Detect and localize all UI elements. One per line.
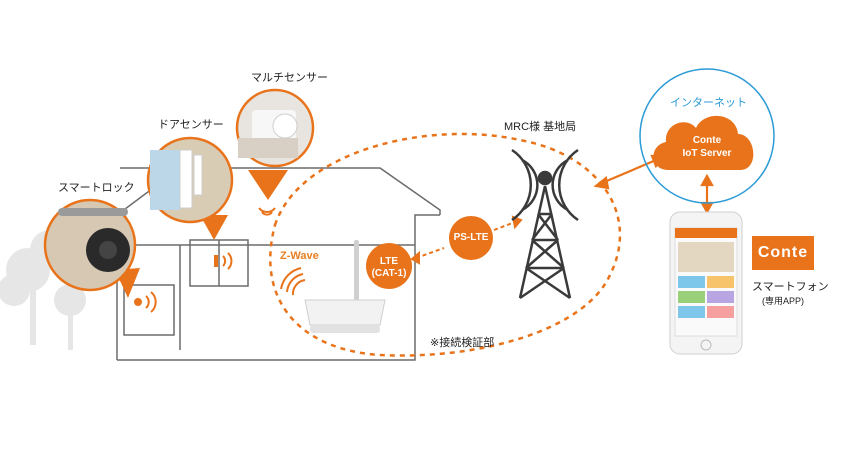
app-note-label: (専用APP) xyxy=(762,296,805,306)
gateway-router xyxy=(304,240,386,333)
door-sensor-label: ドアセンサー xyxy=(158,119,224,131)
base-station-label: MRC様 基地局 xyxy=(504,121,577,133)
ps-lte-bubble xyxy=(449,216,493,260)
smart-lock-label: スマートロック xyxy=(58,182,135,194)
internet-circle xyxy=(639,68,775,204)
conte-logo-box xyxy=(752,236,814,270)
multi-sensor-photo xyxy=(235,88,315,200)
internet-label: インターネット xyxy=(670,97,747,109)
cloud-title: Conte xyxy=(692,135,722,146)
smartphone-label: スマートフォン xyxy=(752,281,829,293)
cell-tower xyxy=(511,148,579,300)
conte-logo-text: Conte xyxy=(757,244,809,261)
door-sensor-photo xyxy=(146,136,234,240)
smart-lock-photo xyxy=(43,198,140,298)
zwave-signal-icons xyxy=(134,207,306,313)
cloud-subtitle: IoT Server xyxy=(682,148,732,159)
lte-label: LTE xyxy=(379,256,399,267)
zwave-label: Z-Wave xyxy=(280,250,319,262)
ps-lte-label: PS-LTE xyxy=(453,232,489,243)
house-outline xyxy=(116,167,441,361)
multi-sensor-label: マルチセンサー xyxy=(251,72,328,84)
lte-cat1-label: (CAT-1) xyxy=(371,268,407,279)
lte-link xyxy=(410,215,523,265)
cloud-shape xyxy=(653,115,754,170)
smartphone-device xyxy=(669,211,743,355)
lte-bubble xyxy=(366,243,412,289)
connection-verification-label: ※接続検証部 xyxy=(430,337,495,349)
